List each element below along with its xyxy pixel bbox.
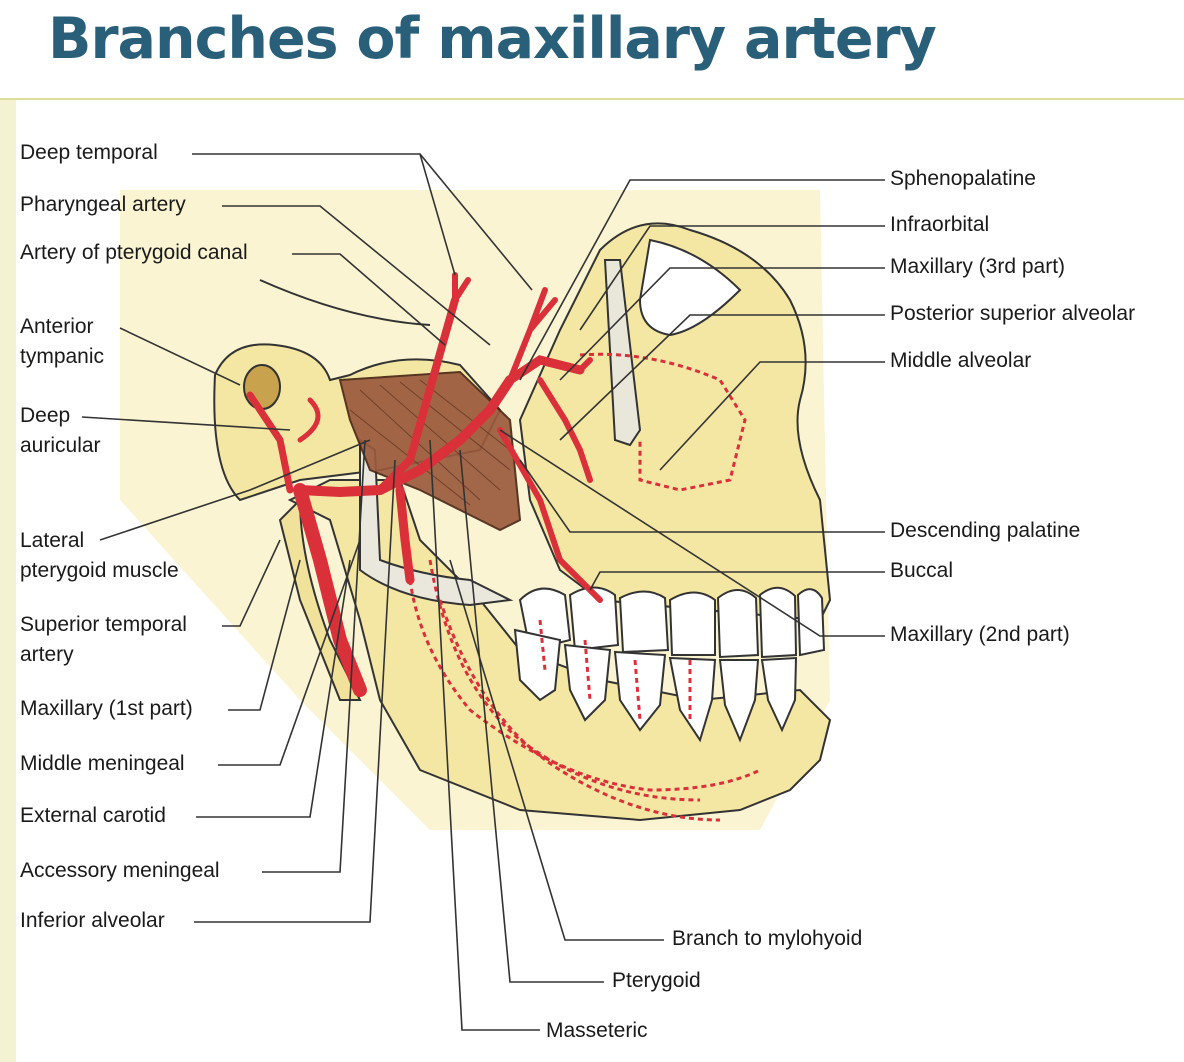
label-maxillary-3rd: Maxillary (3rd part) xyxy=(890,255,1066,278)
leader-anterior-tympanic xyxy=(119,327,241,386)
leader-pterygoid xyxy=(459,449,604,983)
label-buccal: Buccal xyxy=(890,559,954,582)
leader-accessory-meningeal xyxy=(262,439,366,873)
mandible xyxy=(287,479,832,822)
maxillary-artery-3rd-part xyxy=(505,355,585,385)
label-deep-auricular-2: auricular xyxy=(20,434,101,457)
leader-pterygoid-canal xyxy=(292,253,446,346)
label-superior-temporal-1: Superior temporal xyxy=(20,613,187,636)
buccal-branch xyxy=(497,427,603,603)
external-acoustic-meatus xyxy=(243,364,281,410)
infraorbital-branch xyxy=(577,357,593,373)
leader-maxillary-3rd xyxy=(559,267,885,381)
page-title: Branches of maxillary artery xyxy=(48,6,937,72)
leader-descending-palatine xyxy=(519,459,885,533)
leader-maxillary-1st xyxy=(228,559,301,711)
superior-temporal-branch xyxy=(246,391,294,494)
leader-middle-alveolar xyxy=(659,361,885,471)
leader-sphenopalatine xyxy=(519,179,885,381)
label-pharyngeal-artery: Pharyngeal artery xyxy=(20,193,186,216)
upper-teeth xyxy=(518,586,826,659)
label-superior-temporal-2: artery xyxy=(20,643,74,666)
muscle-fibers xyxy=(349,379,511,506)
label-sphenopalatine: Sphenopalatine xyxy=(890,167,1036,190)
leader-mylohyoid xyxy=(449,559,664,941)
leader-lateral-pterygoid xyxy=(99,439,371,541)
leader-external-carotid xyxy=(196,559,351,818)
leader-posterior-superior-alveolar xyxy=(559,314,885,441)
deep-temporal-branch-1 xyxy=(452,272,471,303)
page-title-bar: Branches of maxillary artery xyxy=(0,0,1184,100)
label-maxillary-2nd: Maxillary (2nd part) xyxy=(890,623,1070,646)
zygomatic-bone xyxy=(603,259,642,447)
mandibular-ramus xyxy=(278,497,362,701)
label-posterior-superior-alveolar: Posterior superior alveolar xyxy=(890,302,1136,325)
external-carotid-artery xyxy=(293,483,367,697)
leader-lines xyxy=(81,153,885,1031)
middle-meningeal-branch xyxy=(376,296,459,494)
label-masseteric: Masseteric xyxy=(546,1019,648,1042)
label-lateral-pterygoid-2: pterygoid muscle xyxy=(20,559,179,582)
temporal-line xyxy=(259,279,431,326)
leader-masseteric xyxy=(429,439,540,1031)
label-maxillary-1st: Maxillary (1st part) xyxy=(20,697,193,720)
label-anterior-tympanic-1: Anterior xyxy=(20,315,94,338)
label-middle-meningeal: Middle meningeal xyxy=(20,752,185,775)
deep-auricular-branch xyxy=(297,397,321,443)
leader-maxillary-2nd xyxy=(499,429,885,637)
label-infraorbital: Infraorbital xyxy=(890,213,990,236)
lower-teeth xyxy=(513,628,798,743)
inferior-alveolar-branch xyxy=(395,485,415,585)
label-inferior-alveolar: Inferior alveolar xyxy=(20,909,165,932)
label-artery-pterygoid-canal: Artery of pterygoid canal xyxy=(20,241,248,264)
label-deep-auricular-1: Deep xyxy=(20,404,71,427)
label-anterior-tympanic-2: tympanic xyxy=(20,345,105,368)
label-pterygoid: Pterygoid xyxy=(612,969,701,992)
leader-deep-auricular xyxy=(81,416,291,431)
label-external-carotid: External carotid xyxy=(20,804,166,827)
leader-pharyngeal xyxy=(222,205,491,346)
label-accessory-meningeal: Accessory meningeal xyxy=(20,859,220,882)
label-deep-temporal: Deep temporal xyxy=(20,141,158,164)
posterior-superior-alveolar-branch xyxy=(537,377,593,483)
arteries xyxy=(246,272,603,697)
dashed-arteries xyxy=(408,352,761,822)
leader-middle-meningeal xyxy=(218,539,361,766)
maxillary-artery-2nd-part xyxy=(455,375,515,445)
leader-buccal xyxy=(589,571,885,591)
label-lateral-pterygoid-1: Lateral xyxy=(20,529,85,552)
label-middle-alveolar: Middle alveolar xyxy=(890,349,1032,372)
leader-infraorbital xyxy=(579,225,885,331)
label-branch-mylohyoid: Branch to mylohyoid xyxy=(672,927,863,950)
leader-inferior-alveolar xyxy=(194,459,396,923)
label-descending-palatine: Descending palatine xyxy=(890,519,1081,542)
leader-superior-temporal xyxy=(222,539,281,627)
deep-temporal-branch-2 xyxy=(507,287,558,383)
orbit-rim xyxy=(638,238,742,337)
